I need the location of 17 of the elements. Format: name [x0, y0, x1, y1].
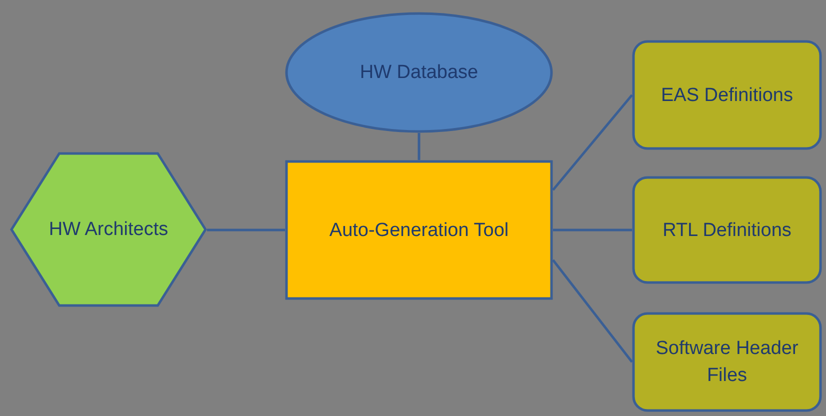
connector-line	[552, 94, 633, 191]
node-label: Software Header Files	[654, 337, 800, 388]
connector-line	[418, 133, 420, 160]
output-box	[632, 312, 822, 412]
connector-line	[207, 228, 285, 232]
node-label: HW Database	[358, 61, 480, 85]
database-ellipse	[285, 12, 553, 133]
node-label: EAS Definitions	[660, 84, 794, 108]
connector-line	[552, 259, 633, 363]
node-label: Auto-Generation Tool	[328, 218, 510, 242]
tool-box	[285, 160, 553, 300]
architects-hexagon	[10, 152, 207, 307]
output-box	[632, 40, 822, 150]
output-box	[632, 176, 822, 284]
connector-line	[553, 228, 632, 232]
node-label: HW Architects	[48, 218, 168, 242]
node-label: RTL Definitions	[662, 218, 792, 242]
